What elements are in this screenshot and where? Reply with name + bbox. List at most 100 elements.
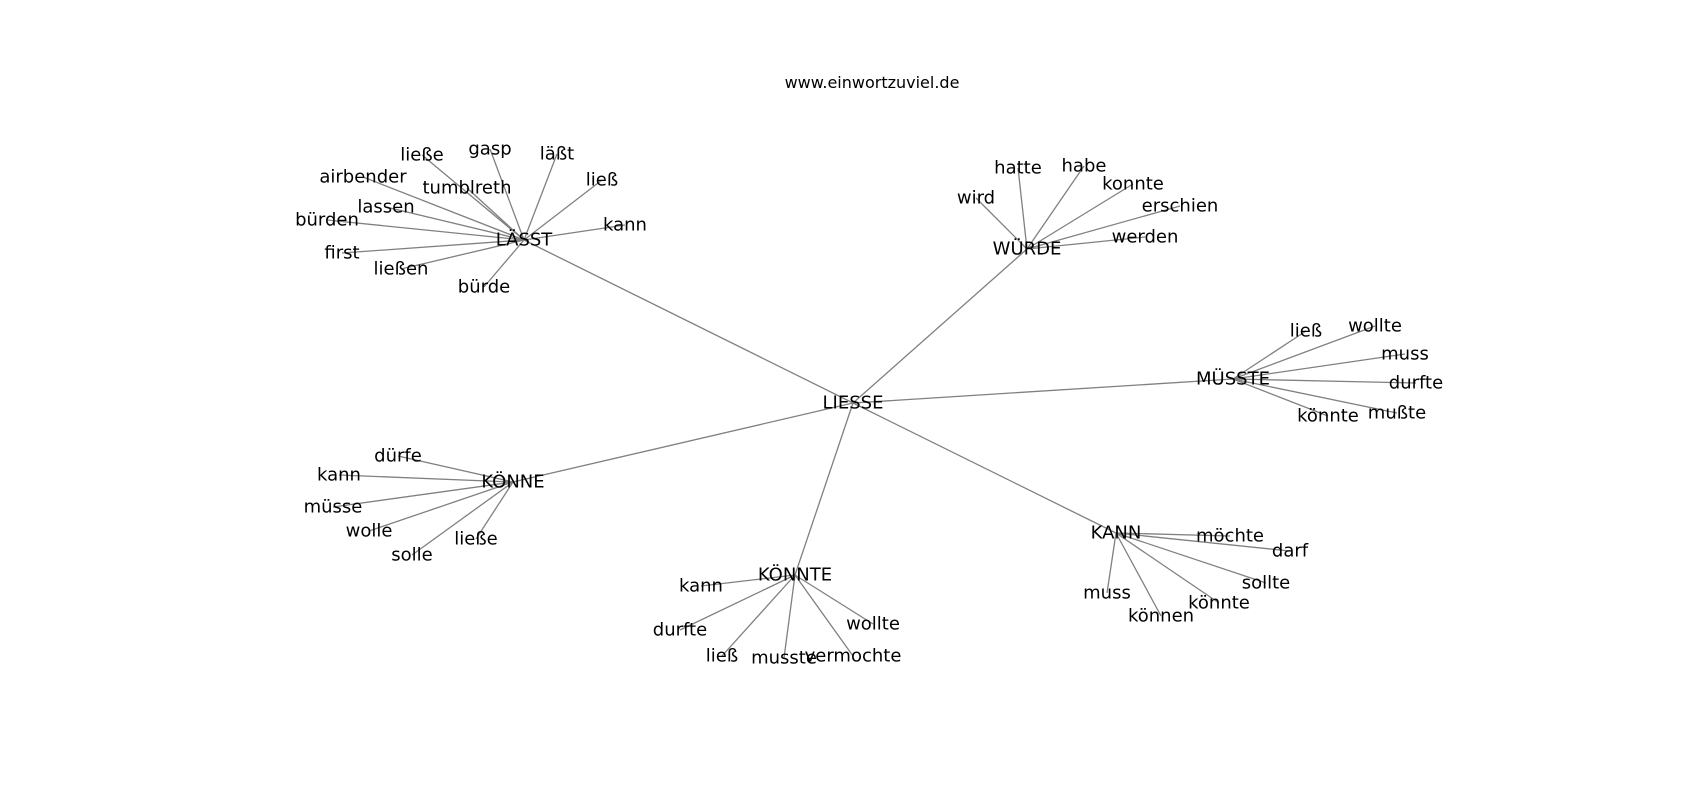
hub-node-label: MÜSSTE	[1196, 368, 1270, 390]
leaf-edge	[483, 239, 525, 288]
leaf-edge	[1232, 378, 1329, 417]
hub-edge	[794, 402, 854, 576]
leaf-node-label: ließ	[1290, 321, 1322, 342]
leaf-node-label: werden	[1112, 227, 1179, 248]
leaf-edge	[489, 148, 525, 241]
leaf-node-label: habe	[1062, 156, 1107, 177]
leaf-edge	[341, 239, 525, 254]
hub-edge	[852, 248, 1028, 404]
leaf-node-label: airbender	[319, 167, 407, 188]
leaf-edge	[1115, 532, 1291, 552]
leaf-edge	[475, 481, 514, 540]
hub-node-label: KANN	[1091, 523, 1142, 544]
leaf-node-label: wollte	[1348, 316, 1402, 337]
leaf-node-label: lassen	[357, 197, 414, 218]
leaf-edge	[523, 224, 626, 241]
leaf-node-label: ließ	[586, 170, 618, 191]
leaf-node-label: kann	[603, 215, 647, 236]
leaf-edge	[338, 474, 514, 483]
leaf-node-label: mußte	[1368, 403, 1426, 424]
leaf-edge	[411, 481, 514, 556]
leaf-node-label: durfte	[1389, 373, 1443, 394]
leaf-edge	[397, 455, 514, 483]
leaf-edge	[1017, 167, 1028, 250]
site-title: www.einwortzuviel.de	[785, 73, 960, 92]
leaf-node-label: vermochte	[805, 646, 902, 667]
leaf-edge	[385, 206, 525, 241]
leaf-edge	[1115, 532, 1267, 584]
leaf-edge	[1026, 236, 1146, 250]
hub-node-label: KÖNNTE	[758, 564, 832, 586]
leaf-edge	[326, 219, 525, 241]
leaf-edge	[523, 179, 603, 241]
leaf-edge	[400, 239, 525, 270]
leaf-node-label: ließe	[454, 529, 498, 550]
leaf-node-label: könnte	[1188, 593, 1250, 614]
leaf-node-label: darf	[1272, 541, 1309, 562]
leaf-node-label: ließe	[400, 145, 444, 166]
leaf-node-label: müsse	[304, 497, 363, 518]
hub-edge	[852, 402, 1117, 534]
leaf-node-label: wolle	[346, 521, 393, 542]
leaf-node-label: konnte	[1102, 174, 1164, 195]
leaf-edge	[1106, 532, 1117, 594]
leaf-edge	[975, 197, 1028, 250]
hub-node-label: WÜRDE	[993, 238, 1062, 260]
leaf-edge	[794, 574, 874, 625]
leaf-edge	[1232, 378, 1398, 414]
leaf-node-label: wollte	[846, 614, 900, 635]
leaf-node-label: erschien	[1142, 196, 1219, 217]
leaf-edge	[721, 574, 796, 657]
hub-node-label: KÖNNE	[481, 471, 544, 493]
leaf-node-label: musste	[751, 648, 817, 669]
leaf-edge	[1115, 532, 1220, 604]
labels-layer: LIESSE LÄSST ließe gasp läßt ließ airbender tum…	[295, 139, 1443, 669]
leaf-edge	[1115, 532, 1162, 617]
leaf-node-label: durfte	[653, 620, 707, 641]
hub-node-label: LÄSST	[496, 230, 554, 251]
leaf-node-label: tumblreth	[423, 178, 512, 199]
leaf-node-label: ließen	[374, 259, 429, 280]
leaf-node-label: solle	[391, 545, 432, 566]
leaf-edge	[332, 481, 514, 508]
leaf-edge	[466, 187, 525, 241]
leaf-edge	[1232, 378, 1417, 384]
leaf-node-label: bürden	[295, 210, 359, 231]
leaf-edge	[1232, 353, 1406, 380]
leaf-edge	[1026, 205, 1181, 250]
leaf-node-label: muss	[1381, 344, 1429, 365]
leaf-node-label: können	[1128, 606, 1194, 627]
leaf-node-label: bürde	[458, 277, 510, 298]
leaf-node-label: kann	[317, 465, 361, 486]
leaf-node-label: läßt	[540, 144, 574, 165]
leaf-edge	[421, 154, 525, 241]
edges-layer	[326, 148, 1417, 659]
leaf-edge	[783, 574, 796, 659]
leaf-edge	[794, 574, 854, 657]
leaf-edge	[1115, 532, 1231, 537]
leaf-edge	[523, 153, 558, 241]
hub-edge	[512, 402, 854, 483]
leaf-edge	[1232, 325, 1376, 380]
center-node-label: LIESSE	[823, 393, 884, 414]
leaf-node-label: sollte	[1242, 573, 1291, 594]
leaf-edge	[368, 481, 514, 532]
leaf-node-label: hatte	[994, 158, 1042, 179]
leaf-edge	[700, 574, 796, 587]
leaf-node-label: dürfe	[374, 446, 422, 467]
leaf-node-label: möchte	[1196, 526, 1264, 547]
leaf-edge	[362, 176, 525, 241]
leaf-node-label: first	[324, 243, 359, 264]
leaf-edge	[1026, 165, 1085, 250]
leaf-edge	[1232, 330, 1307, 380]
leaf-node-label: wird	[957, 188, 995, 209]
leaf-node-label: ließ	[706, 646, 738, 667]
leaf-node-label: gasp	[468, 139, 511, 160]
hub-edge	[523, 239, 854, 404]
leaf-node-label: kann	[679, 576, 723, 597]
hub-edge	[852, 378, 1234, 404]
leaf-edge	[1026, 183, 1134, 250]
leaf-node-label: muss	[1083, 583, 1131, 604]
leaf-edge	[679, 574, 796, 631]
